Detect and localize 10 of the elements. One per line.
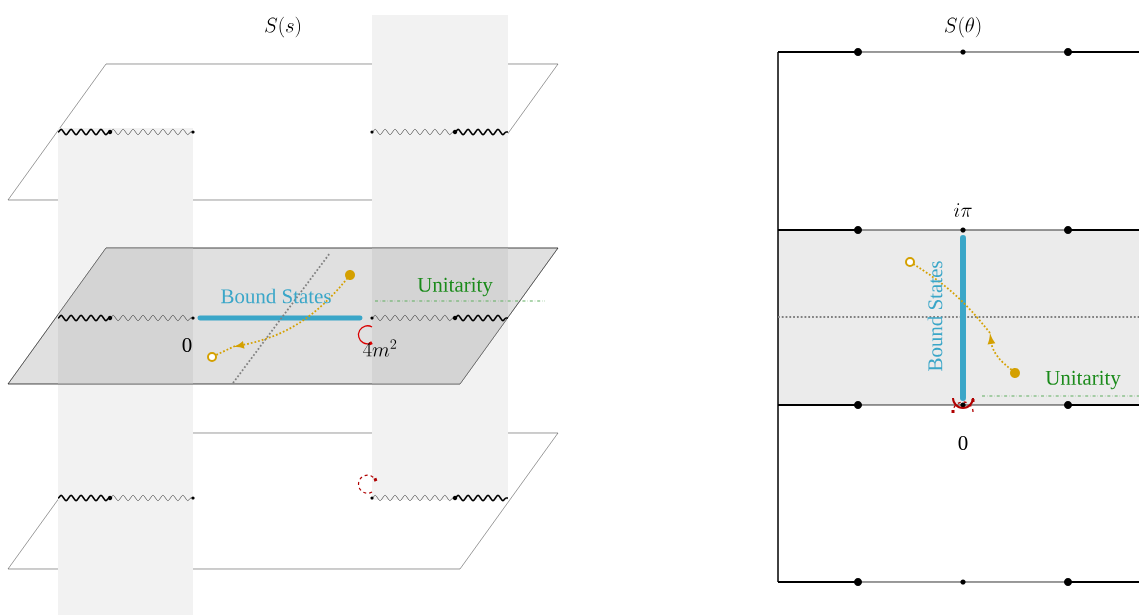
plot-title: $S(\theta)$ [944, 16, 981, 38]
region-label: Bound States [221, 288, 331, 304]
axis-label: 0 [182, 337, 192, 353]
region-label: Bound States [927, 261, 943, 371]
axis-label: $i\pi$ [954, 203, 972, 217]
plot-title: $S(s)$ [265, 16, 301, 38]
region-label: Unitarity [417, 277, 493, 297]
axis-label: 0 [958, 435, 968, 451]
region-label: Unitarity [1045, 370, 1121, 390]
axis-label: $4m^2$ [363, 339, 397, 357]
